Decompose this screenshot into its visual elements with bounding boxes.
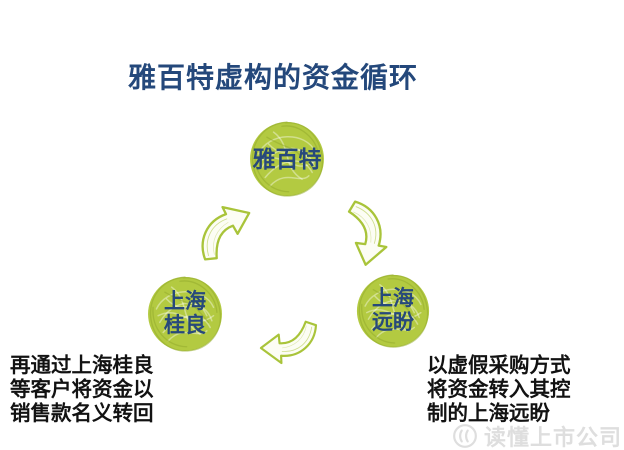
node-label-shanghai-guiliang: 上海 桂良: [164, 290, 206, 338]
diagram-node-shanghai-guiliang: 上海 桂良: [142, 272, 228, 356]
node-label-line: 桂良: [164, 314, 206, 337]
node-label-line: 上海: [164, 290, 206, 313]
scribble-circle-icon: [148, 276, 222, 352]
curved-arrow-left-icon: [251, 301, 328, 375]
diagram-node-yabaite: 雅百特: [245, 117, 329, 201]
note-line: 销售款名义转回: [10, 403, 154, 425]
curved-arrow-up-right-icon: [197, 206, 255, 264]
page-title: 雅百特虚构的资金循环: [128, 62, 419, 93]
note-line: 将资金转入其控: [427, 379, 571, 401]
note-left: 再通过上海桂良 等客户将资金以 销售款名义转回: [10, 354, 154, 426]
scribble-circle-icon: [356, 274, 430, 348]
circle-logo-icon: [452, 423, 478, 449]
watermark: 读懂上市公司: [452, 420, 622, 450]
note-right: 以虚假采购方式 将资金转入其控 制的上海远盼: [427, 354, 571, 426]
note-line: 再通过上海桂良: [10, 355, 154, 377]
note-line: 制的上海远盼: [427, 403, 550, 425]
curved-arrow-down-right-icon: [321, 192, 404, 274]
note-line: 以虚假采购方式: [427, 355, 571, 377]
note-line: 等客户将资金以: [10, 379, 154, 401]
node-label-yabaite: 雅百特: [252, 146, 322, 172]
diagram-node-shanghai-yuanpan: 上海 远盼: [352, 269, 434, 353]
node-label-shanghai-yuanpan: 上海 远盼: [372, 287, 414, 335]
watermark-text: 读懂上市公司: [484, 425, 623, 450]
node-label-line: 远盼: [372, 311, 414, 334]
node-label-line: 上海: [372, 287, 414, 310]
scribble-circle-icon: [250, 121, 324, 197]
